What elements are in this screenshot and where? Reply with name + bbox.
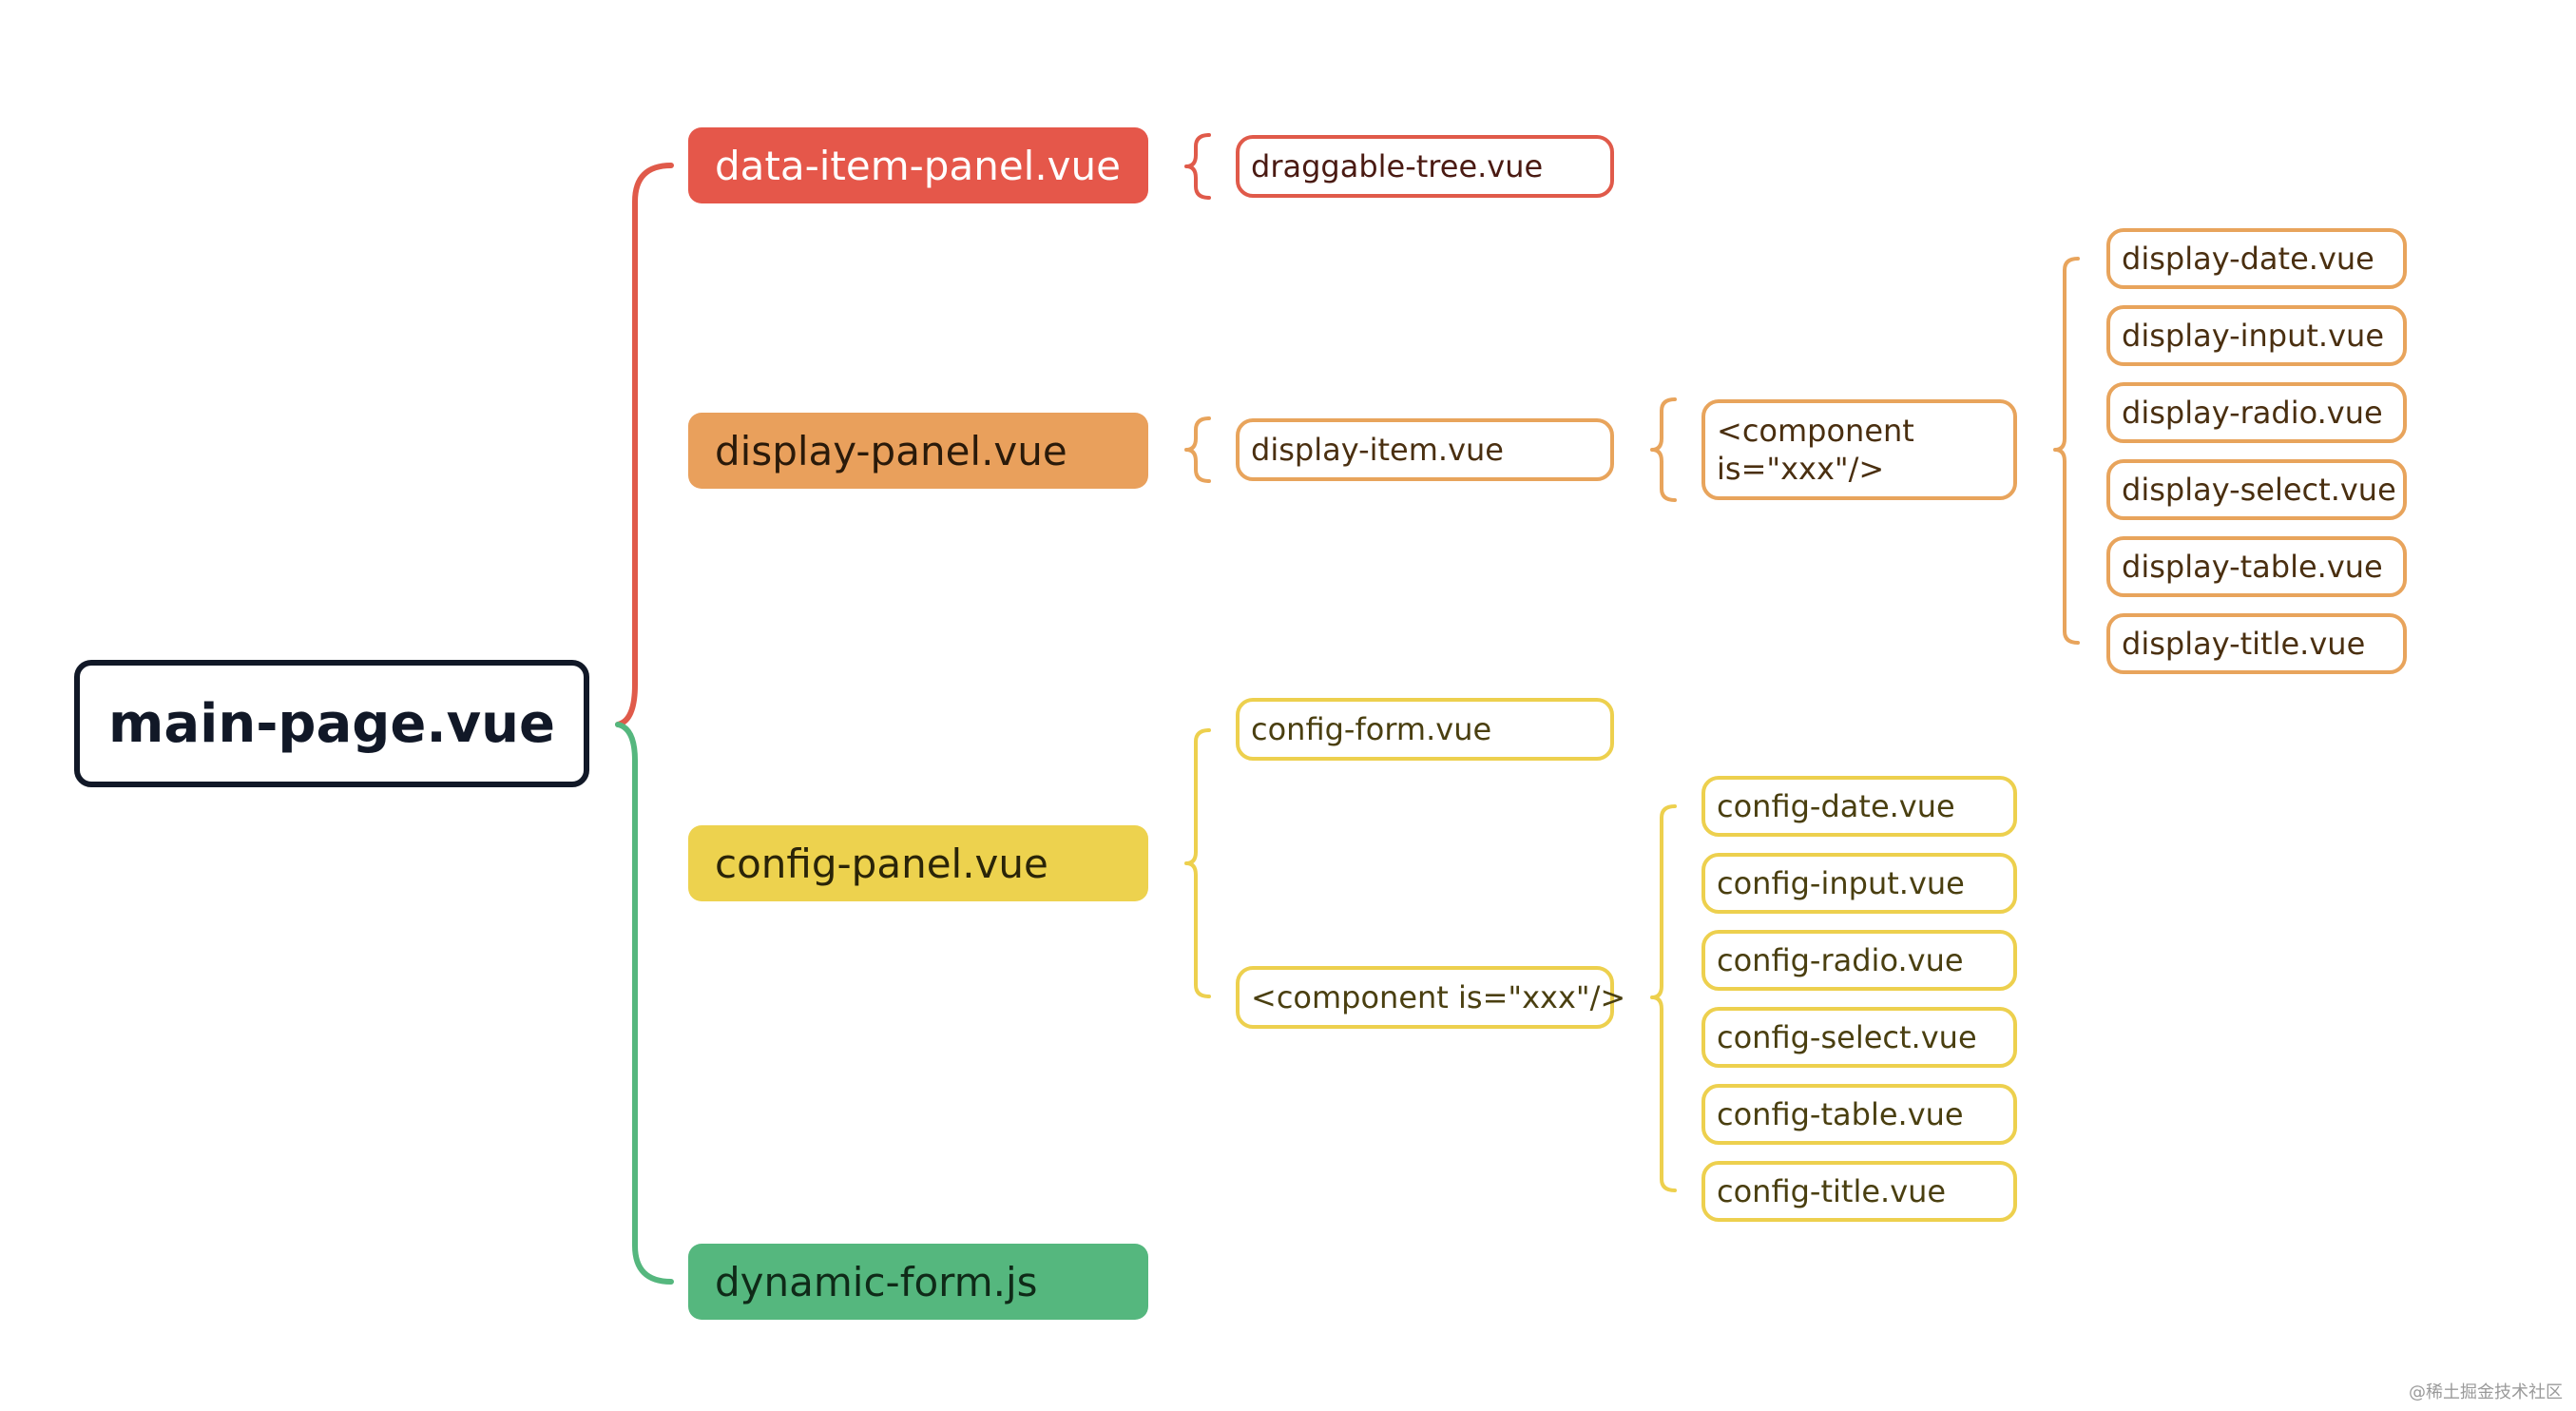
brace-main-lower bbox=[615, 722, 674, 1285]
watermark: @稀土掘金技术社区 bbox=[2409, 1382, 2563, 1402]
brace-display-components bbox=[2053, 257, 2080, 645]
node-display-item: display-item.vue bbox=[1236, 418, 1614, 481]
node-display-date: display-date.vue bbox=[2106, 228, 2407, 289]
component-line-1: <component bbox=[1717, 413, 1914, 449]
node-display-table: display-table.vue bbox=[2106, 536, 2407, 597]
node-config-title: config-title.vue bbox=[1701, 1161, 2017, 1222]
node-config-component: <component is="xxx"/> bbox=[1236, 966, 1625, 1029]
brace-data-item bbox=[1184, 133, 1211, 200]
node-display-title: display-title.vue bbox=[2106, 613, 2407, 674]
brace-display-panel bbox=[1184, 416, 1211, 483]
panel-display: display-panel.vue bbox=[688, 413, 1148, 489]
node-config-form: config-form.vue bbox=[1236, 698, 1614, 761]
panel-config: config-panel.vue bbox=[688, 825, 1148, 901]
panel-dynamic-form: dynamic-form.js bbox=[688, 1244, 1148, 1320]
node-display-radio: display-radio.vue bbox=[2106, 382, 2407, 443]
root-node-main-page: main-page.vue bbox=[74, 660, 589, 787]
node-config-table: config-table.vue bbox=[1701, 1084, 2017, 1145]
node-draggable-tree: draggable-tree.vue bbox=[1236, 135, 1614, 198]
brace-config-components bbox=[1650, 804, 1677, 1192]
brace-main-upper bbox=[615, 163, 674, 727]
node-display-component: <component is="xxx"/> bbox=[1701, 399, 2017, 500]
node-config-radio: config-radio.vue bbox=[1701, 930, 2017, 991]
brace-config-panel bbox=[1184, 728, 1211, 998]
node-display-select: display-select.vue bbox=[2106, 459, 2407, 520]
node-config-date: config-date.vue bbox=[1701, 776, 2017, 837]
panel-data-item: data-item-panel.vue bbox=[688, 127, 1148, 203]
node-config-input: config-input.vue bbox=[1701, 853, 2017, 914]
component-line-2: is="xxx"/> bbox=[1717, 451, 1885, 487]
brace-display-item bbox=[1650, 397, 1677, 502]
node-config-select: config-select.vue bbox=[1701, 1007, 2017, 1068]
node-display-input: display-input.vue bbox=[2106, 305, 2407, 366]
